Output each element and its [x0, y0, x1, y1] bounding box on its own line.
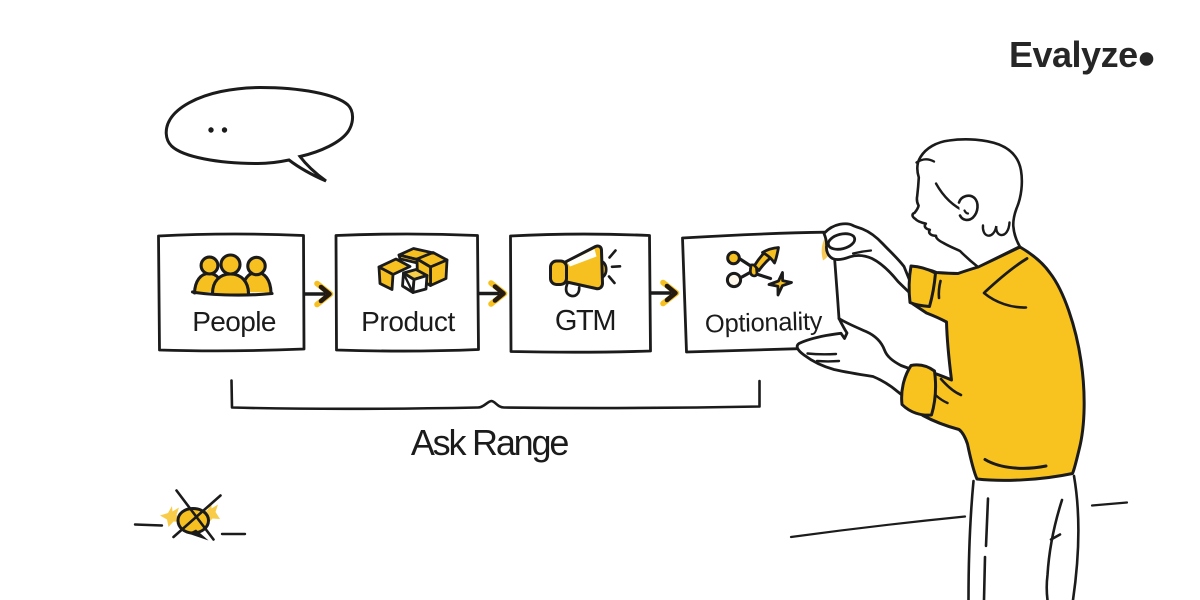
svg-text:Ask Range: Ask Range	[411, 422, 568, 463]
svg-text:Product: Product	[361, 306, 455, 337]
svg-text:Optionality: Optionality	[705, 307, 823, 338]
svg-text:People: People	[192, 306, 276, 337]
svg-text:Evalyze: Evalyze	[1009, 34, 1138, 75]
svg-text:GTM: GTM	[555, 305, 615, 337]
